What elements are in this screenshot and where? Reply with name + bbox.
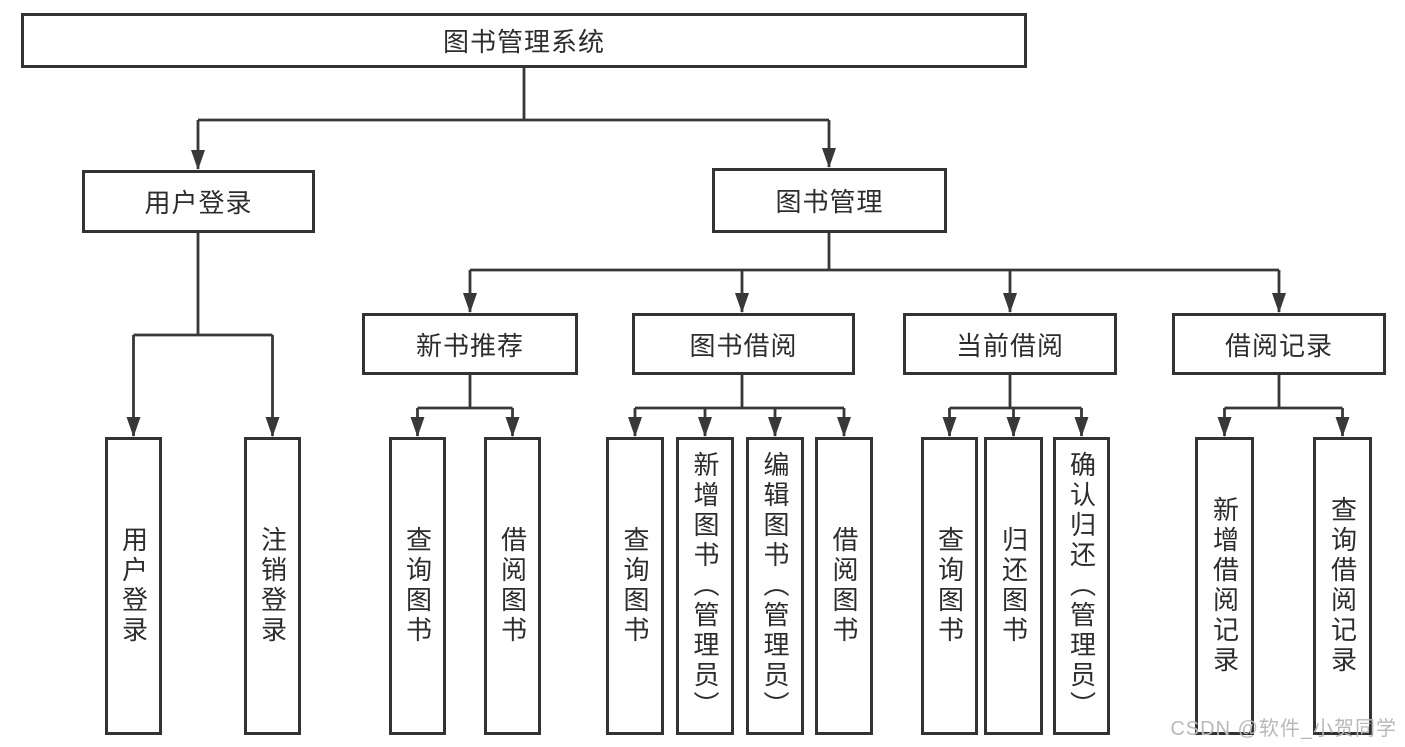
node-current-borrow: 当前借阅 — [903, 313, 1117, 375]
leaf-add-borrow-record: 新增借阅记录 — [1195, 437, 1254, 735]
connector-management-to-level3 — [463, 233, 1286, 313]
leaf-query-borrow-record: 查询借阅记录 — [1313, 437, 1372, 735]
watermark-text: CSDN @软件_小贺同学 — [1170, 718, 1397, 740]
node-root-system: 图书管理系统 — [21, 13, 1027, 68]
connector-records-to-leaves — [1217, 375, 1350, 437]
node-borrow-records: 借阅记录 — [1172, 313, 1386, 375]
leaf-edit-book-admin: 编辑图书（管理员） — [746, 437, 804, 735]
node-book-management: 图书管理 — [712, 168, 947, 233]
leaf-borrow-books-recommend: 借阅图书 — [484, 437, 541, 735]
leaf-query-books-borrow: 查询图书 — [606, 437, 664, 735]
leaf-return-book: 归还图书 — [984, 437, 1043, 735]
leaf-user-login: 用户登录 — [105, 437, 162, 735]
leaf-add-book-admin: 新增图书（管理员） — [676, 437, 734, 735]
connector-borrow-to-leaves — [628, 375, 851, 437]
leaf-confirm-return-admin: 确认归还（管理员） — [1053, 437, 1110, 735]
node-user-login: 用户登录 — [82, 170, 315, 233]
connector-recommend-to-leaves — [410, 375, 520, 437]
leaf-query-books-recommend: 查询图书 — [389, 437, 446, 735]
leaf-borrow-books-borrow: 借阅图书 — [815, 437, 873, 735]
connector-login-to-leaves — [126, 233, 280, 437]
leaf-query-books-current: 查询图书 — [921, 437, 978, 735]
connector-root-to-level2 — [191, 68, 836, 170]
node-book-borrow: 图书借阅 — [632, 313, 855, 375]
connector-current-to-leaves — [942, 375, 1089, 437]
node-new-book-recommend: 新书推荐 — [362, 313, 578, 375]
leaf-logout: 注销登录 — [244, 437, 301, 735]
